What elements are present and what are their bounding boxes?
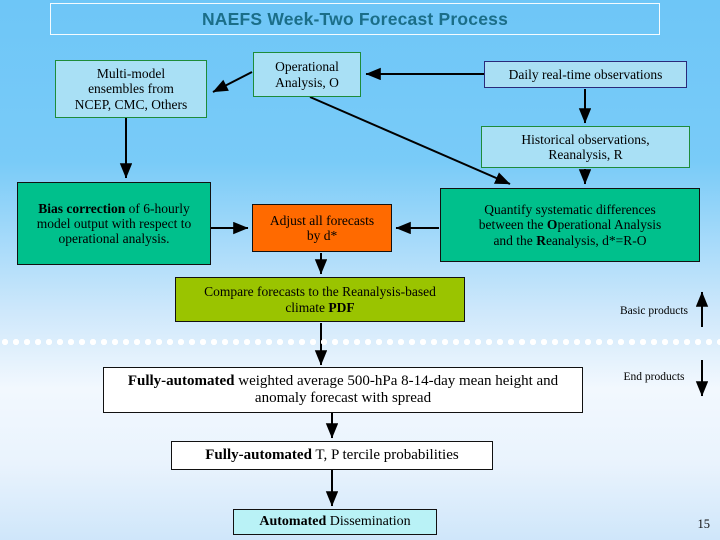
- node-historical-observations[interactable]: Historical observations, Reanalysis, R: [481, 126, 690, 168]
- node-automated-dissemination[interactable]: Automated Dissemination: [233, 509, 437, 535]
- slide-title-box: NAEFS Week-Two Forecast Process: [50, 3, 660, 35]
- node-bias-correction-lead: Bias correction: [38, 200, 126, 216]
- arrow-opanalysis-to-multimodel: [212, 71, 253, 93]
- node-quantify-line-2-pre: between the: [478, 217, 547, 233]
- node-quantify-line-2: between the Operational Analysis: [444, 217, 696, 232]
- node-compare-line-1: Compare forecasts to the Reanalysis-base…: [204, 284, 436, 300]
- label-end-products: End products: [623, 371, 685, 383]
- page-number: 15: [697, 517, 711, 531]
- node-daily-real-time-observations[interactable]: Daily real-time observations: [484, 61, 687, 88]
- node-compare-line-2: climate PDF: [179, 300, 461, 315]
- node-quantify-line-3: and the Reanalysis, d*=R-O: [444, 233, 696, 248]
- page-title: NAEFS Week-Two Forecast Process: [201, 8, 509, 29]
- node-compare-line-2-bold: PDF: [328, 299, 355, 315]
- node-adjust-all-forecasts[interactable]: Adjust all forecasts by d*: [252, 204, 392, 252]
- node-quantify-line-3-bold: R: [536, 232, 546, 248]
- node-tercile-rest: T, P tercile probabilities: [311, 447, 459, 464]
- node-operational-analysis[interactable]: Operational Analysis, O: [253, 52, 361, 97]
- node-multi-model-ensembles[interactable]: Multi-model ensembles from NCEP, CMC, Ot…: [55, 60, 207, 118]
- node-multi-model-line-1: Multi-model: [96, 66, 166, 82]
- node-mean-forecast-rest: weighted average 500-hPa 8-14-day mean h…: [234, 373, 559, 406]
- node-quantify-line-3-pre: and the: [493, 232, 537, 248]
- label-basic-products: Basic products: [619, 305, 689, 317]
- node-historical-obs-line-2: Reanalysis, R: [548, 147, 623, 162]
- node-quantify-line-1: Quantify systematic differences: [484, 202, 656, 218]
- node-compare-forecasts-pdf[interactable]: Compare forecasts to the Reanalysis-base…: [175, 277, 465, 322]
- node-quantify-line-3-post: eanalysis, d*=R-O: [545, 232, 647, 248]
- node-tercile-lead: Fully-automated: [205, 447, 312, 464]
- basic-end-products-divider: [0, 337, 720, 347]
- node-dissemination-lead: Automated: [259, 514, 327, 530]
- node-compare-line-2-pre: climate: [285, 299, 329, 315]
- node-operational-analysis-line-2: Analysis, O: [275, 74, 339, 90]
- node-bias-correction[interactable]: Bias correction of 6-hourly model output…: [17, 182, 211, 265]
- node-tercile-probabilities[interactable]: Fully-automated T, P tercile probabiliti…: [171, 441, 493, 470]
- node-adjust-line-1: Adjust all forecasts: [269, 212, 375, 228]
- node-multi-model-line-2: ensembles from: [88, 81, 174, 97]
- node-dissemination-rest: Dissemination: [326, 514, 411, 530]
- node-mean-forecast-lead: Fully-automated: [127, 373, 235, 390]
- node-fully-automated-mean-forecast[interactable]: Fully-automated weighted average 500-hPa…: [103, 367, 583, 413]
- node-historical-obs-line-1: Historical observations,: [521, 131, 650, 147]
- node-quantify-systematic-differences[interactable]: Quantify systematic differences between …: [440, 188, 700, 262]
- node-quantify-line-2-bold: O: [546, 217, 558, 233]
- node-multi-model-line-3: NCEP, CMC, Others: [74, 96, 188, 112]
- node-quantify-line-2-post: perational Analysis: [557, 217, 662, 233]
- node-daily-obs-line-1: Daily real-time observations: [508, 66, 663, 82]
- node-adjust-line-2: by d*: [306, 228, 338, 243]
- arrow-opanalysis-to-quantify: [309, 96, 511, 185]
- node-operational-analysis-line-1: Operational: [275, 59, 339, 75]
- node-bias-correction-rest: of 6-hourly model output with respect to…: [36, 200, 192, 247]
